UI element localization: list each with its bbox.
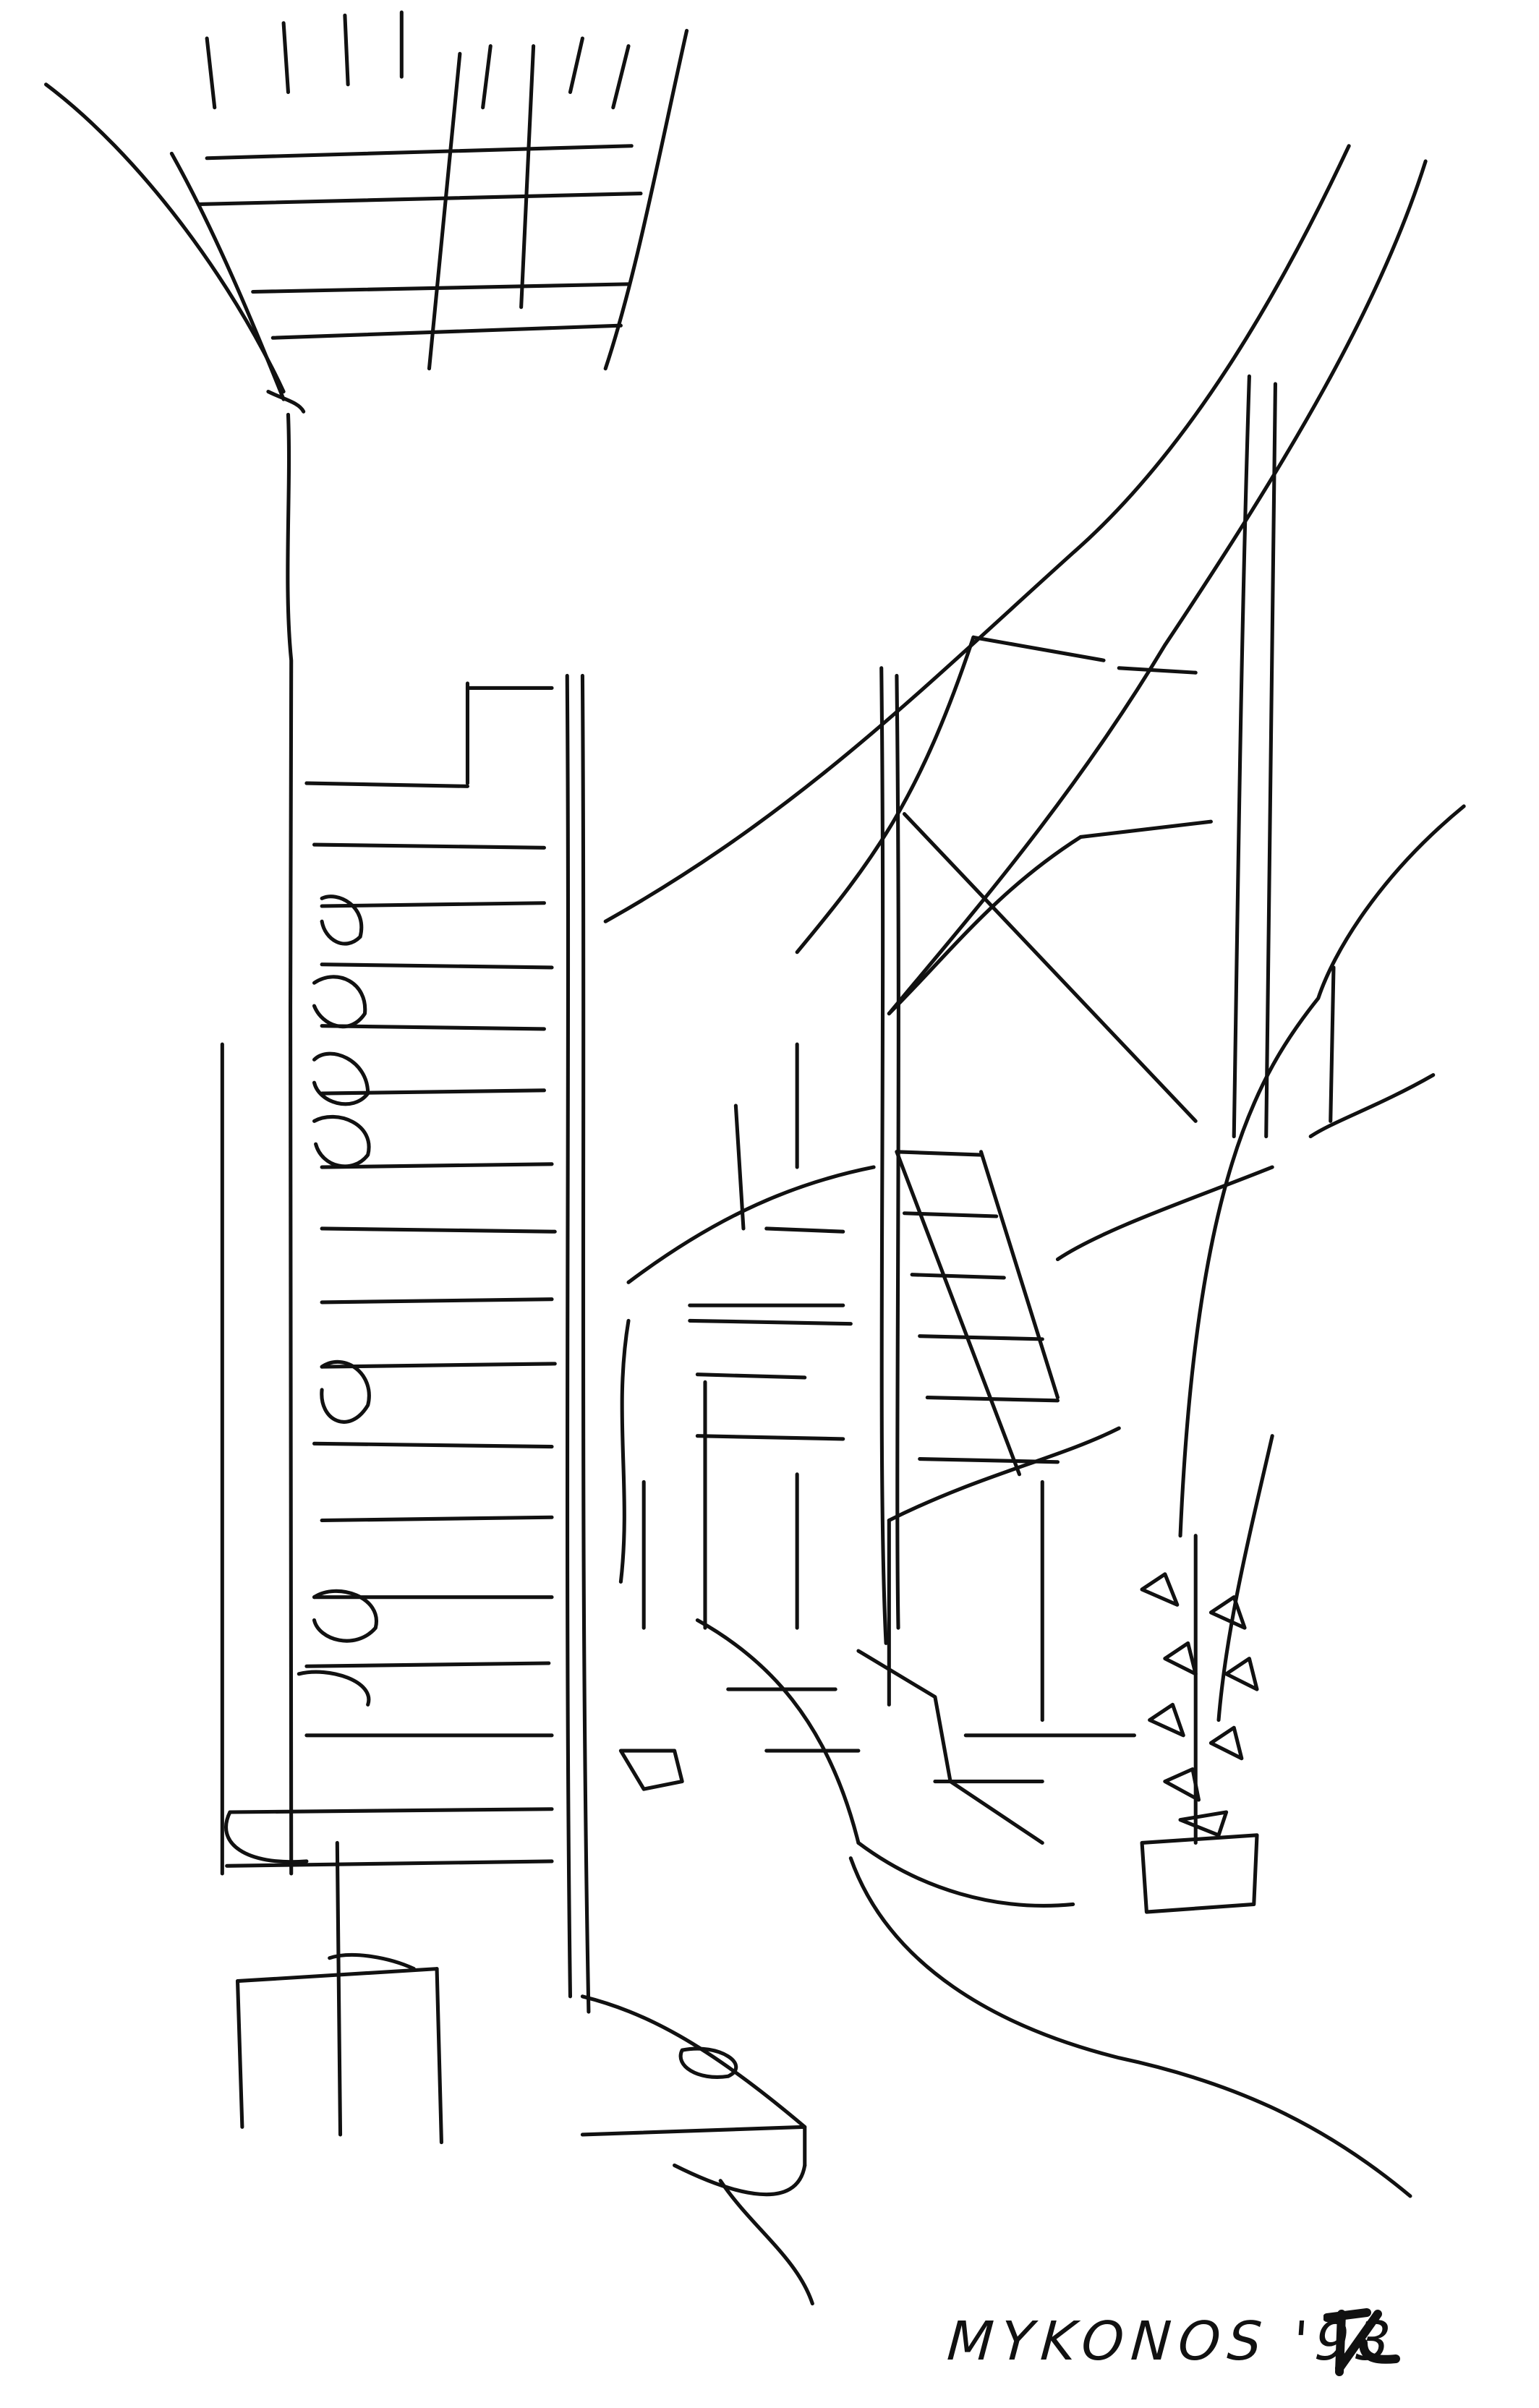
pergola-overhead [44, 10, 689, 414]
right-buildings [603, 144, 1466, 1722]
planter-with-plant [1140, 1434, 1274, 1914]
artist-monogram-signature [1323, 2308, 1400, 2376]
left-building-facade [220, 412, 591, 2145]
street-and-steps [580, 1618, 1412, 2306]
